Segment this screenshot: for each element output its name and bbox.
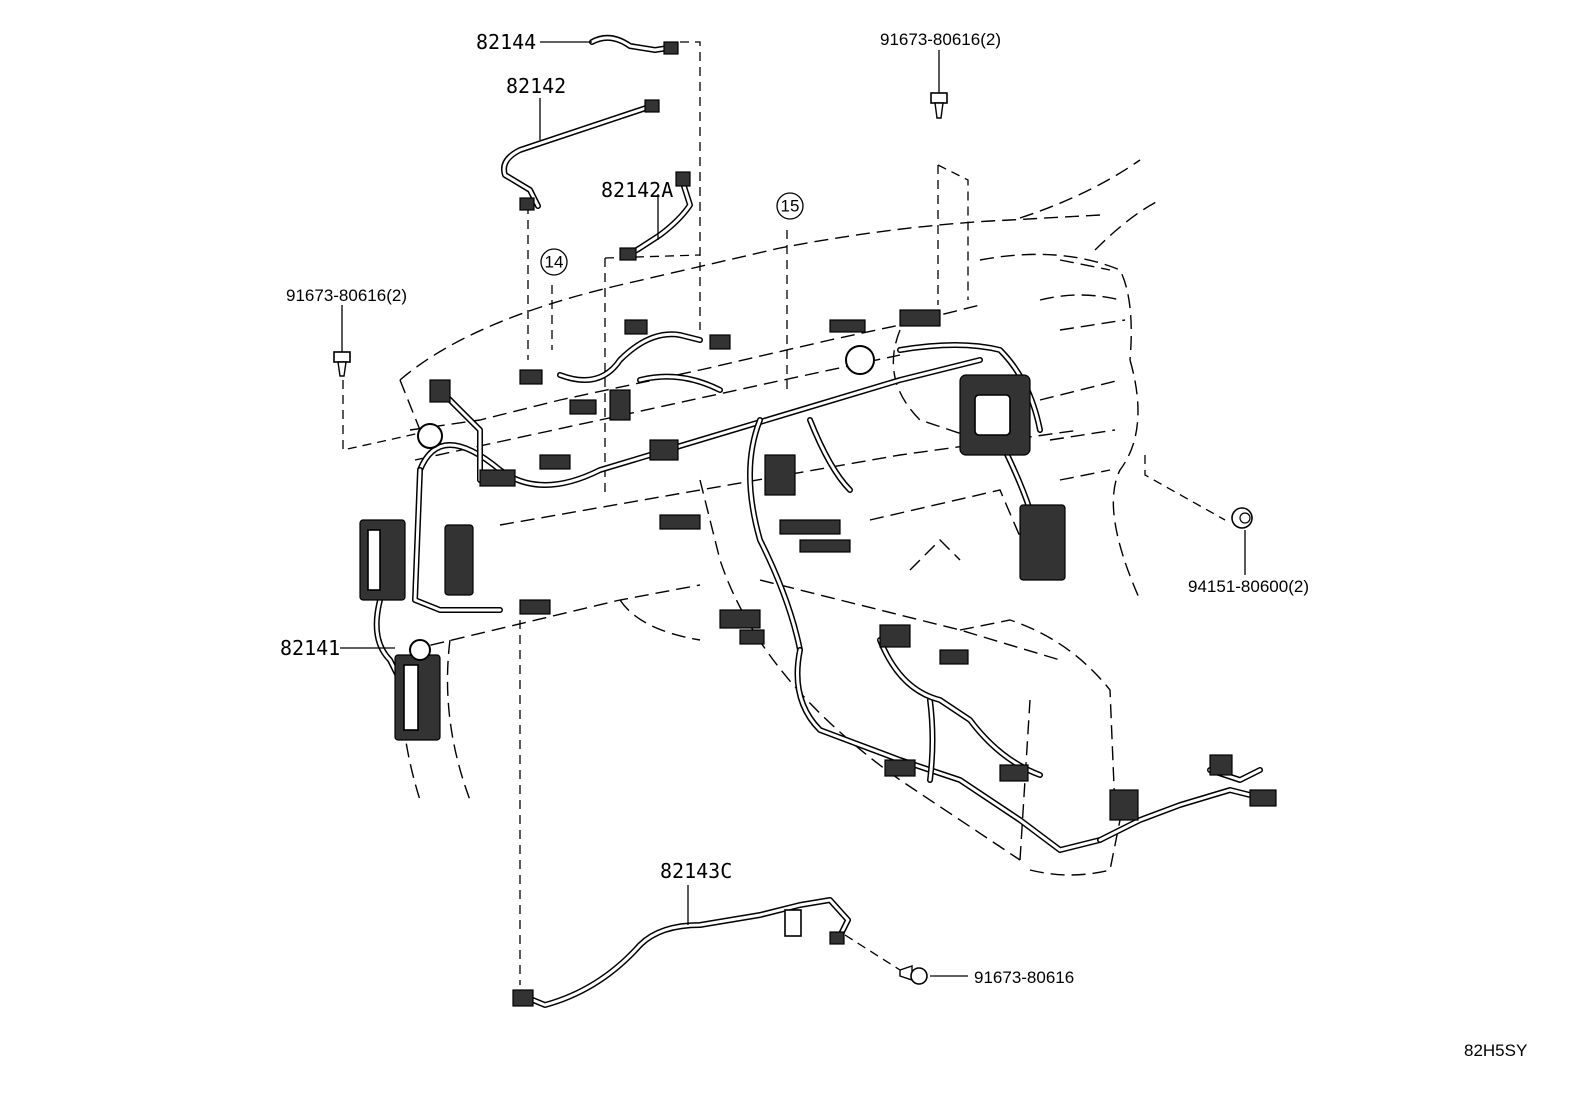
bolt-bottom-icon xyxy=(899,965,928,985)
harness-connectors xyxy=(359,309,1277,821)
part-label-bolt-left: 91673-80616(2) xyxy=(286,286,407,305)
bolt-left-icon xyxy=(333,351,351,377)
svg-text:15: 15 xyxy=(781,197,800,216)
part-label-82142: 82142 xyxy=(506,74,566,98)
harness-82142 xyxy=(501,99,660,211)
part-label-bolt-top: 91673-80616(2) xyxy=(880,30,1001,49)
part-label-82144: 82144 xyxy=(476,30,536,54)
harness-82142A xyxy=(619,171,693,261)
clip-right-icon xyxy=(1231,507,1253,529)
callout-14: 14 xyxy=(540,248,568,276)
part-label-82141: 82141 xyxy=(280,636,340,660)
bolt-top-icon xyxy=(930,92,948,119)
harness-82144 xyxy=(589,34,679,55)
diagram-code: 82H5SY xyxy=(1464,1041,1527,1060)
part-label-clip-right: 94151-80600(2) xyxy=(1188,577,1309,596)
callout-15: 15 xyxy=(776,192,804,220)
main-harness-82141 xyxy=(373,331,1273,853)
part-label-82142A: 82142A xyxy=(601,178,673,202)
harness-82143C xyxy=(512,897,851,1008)
assembly-guides xyxy=(342,41,1226,985)
leader-lines xyxy=(340,41,1246,977)
part-label-bolt-bottom: 91673-80616 xyxy=(974,968,1074,987)
svg-text:14: 14 xyxy=(545,253,564,272)
part-label-82143C: 82143C xyxy=(660,859,732,883)
